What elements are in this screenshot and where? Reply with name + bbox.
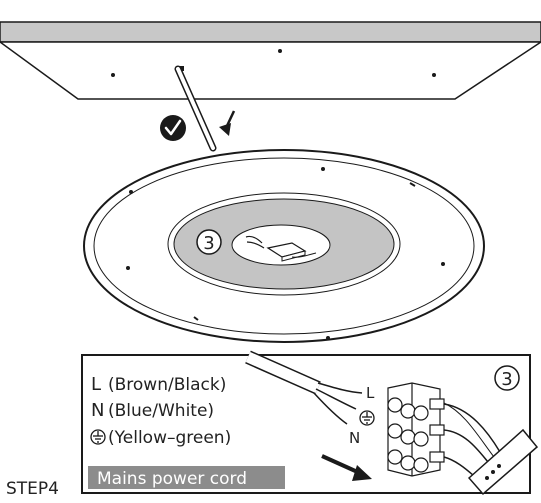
svg-text:3: 3 [501, 369, 512, 390]
remote-receiver-icon [467, 428, 539, 496]
wiring-detail-box: L (Brown/Black) N (Blue/White) (Yellow–g… [81, 350, 539, 496]
mains-caption-badge: Mains power cord [88, 466, 285, 489]
receiver-wires [443, 402, 501, 477]
terminal-label-live: L [366, 384, 375, 402]
terminal-label-neutral: N [349, 429, 360, 447]
callout-badge-lamp: 3 [196, 229, 222, 255]
legend-neutral-text: (Blue/White) [108, 401, 214, 421]
earth-ground-icon [90, 429, 106, 445]
terminal-block-icon [387, 382, 445, 477]
ceiling-plate [0, 21, 541, 100]
callout-badge-detail: 3 [494, 365, 520, 391]
svg-text:3: 3 [203, 233, 214, 254]
ceiling-cable [174, 65, 217, 152]
down-arrow-icon [219, 110, 236, 136]
step-label: STEP4 [6, 479, 59, 499]
legend-live-letter: L [91, 374, 101, 395]
mains-caption: Mains power cord [97, 469, 247, 489]
checkmark-badge-icon [160, 115, 186, 141]
mains-cord [245, 350, 363, 425]
legend-earth-text: (Yellow–green) [108, 428, 231, 448]
legend-neutral-letter: N [91, 400, 104, 421]
terminal-block-icon [245, 235, 317, 262]
legend-live-text: (Brown/Black) [108, 375, 226, 395]
earth-ground-icon [359, 410, 375, 426]
diagonal-arrow-icon [321, 454, 372, 481]
